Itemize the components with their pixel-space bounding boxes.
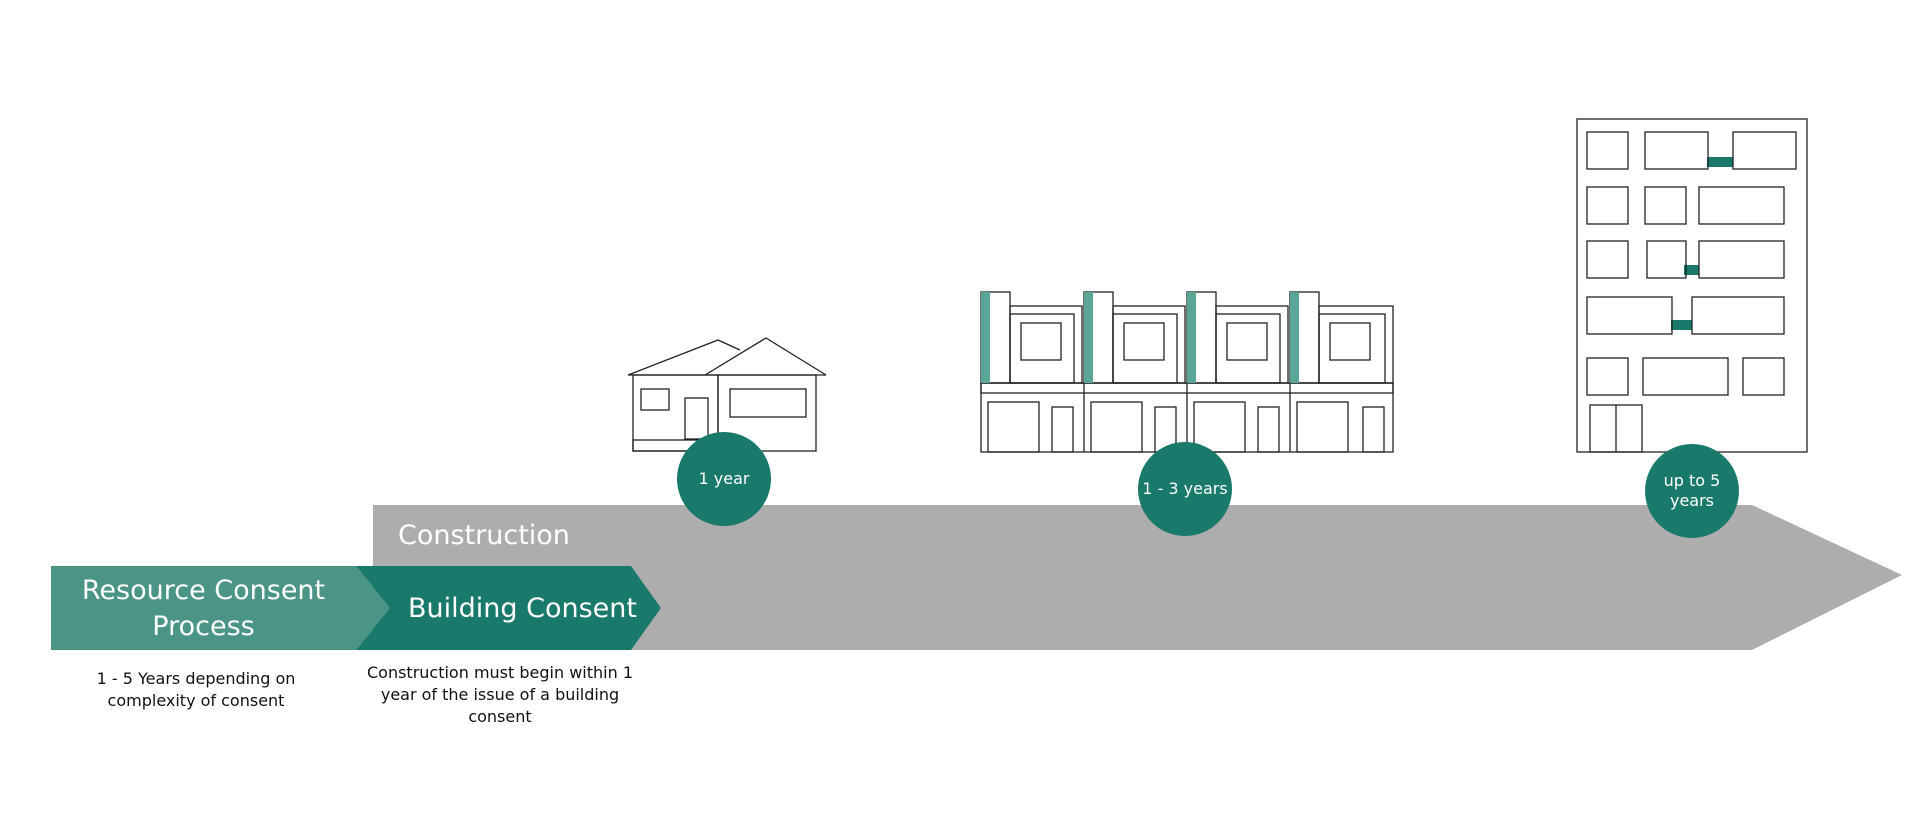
resource-consent-note-line2: complexity of consent	[107, 691, 285, 710]
apartment-building-icon	[1576, 118, 1808, 453]
construction-arrow	[373, 505, 1902, 650]
building-consent-title: Building Consent	[408, 593, 637, 624]
building-consent-note-line2: year of the issue of a building	[380, 685, 620, 704]
resource-consent-title: Resource Consent Process	[51, 573, 356, 645]
resource-consent-note-line1: 1 - 5 Years depending on	[96, 669, 296, 688]
townhouses-duration-label: 1 - 3 years	[1142, 479, 1228, 498]
house-duration-label: 1 year	[698, 469, 750, 488]
building-consent-note: Construction must begin within 1 year of…	[355, 662, 645, 728]
building-consent-chevron	[356, 566, 661, 650]
townhouses-duration-badge: 1 - 3 years	[1138, 442, 1232, 536]
building-consent-note-line1: Construction must begin within 1	[366, 663, 633, 682]
house-icon	[627, 337, 827, 452]
apartment-duration-label: up to 5 years	[1663, 471, 1721, 510]
resource-consent-chevron	[51, 566, 390, 650]
construction-title: Construction	[398, 520, 570, 551]
house-duration-badge: 1 year	[677, 432, 771, 526]
resource-consent-note: 1 - 5 Years depending on complexity of c…	[51, 668, 341, 712]
resource-consent-title-line2: Process	[152, 611, 255, 642]
resource-consent-title-line1: Resource Consent	[81, 575, 326, 606]
building-consent-note-line3: consent	[468, 707, 532, 726]
apartment-duration-badge: up to 5 years	[1645, 444, 1739, 538]
townhouses-icon	[980, 291, 1394, 453]
